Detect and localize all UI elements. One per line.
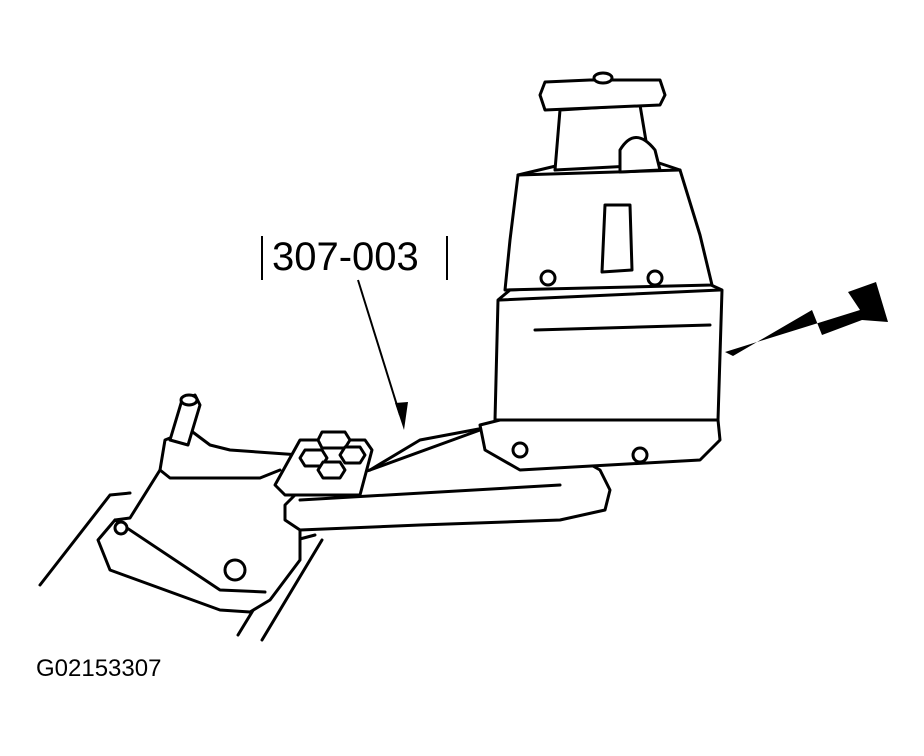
transfer-case-housing — [478, 71, 724, 472]
callout-leader — [261, 236, 448, 430]
direction-arrow — [725, 282, 888, 356]
bolt-plate — [273, 430, 374, 497]
locating-pin — [168, 393, 202, 447]
figure-id: G02153307 — [36, 655, 162, 682]
mounting-base-plate — [96, 428, 302, 614]
tool-callout-label: 307-003 — [272, 235, 419, 279]
